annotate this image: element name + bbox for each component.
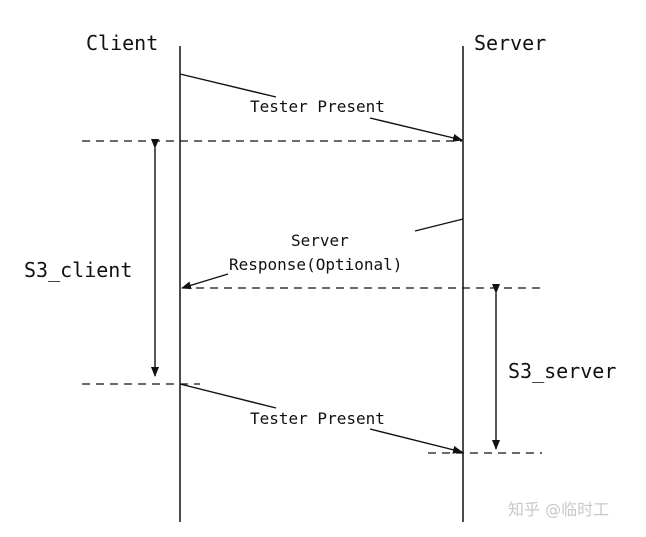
s3-client-label: S3_client [24,258,132,282]
s3-server-label: S3_server [508,359,616,383]
server-response-label-line2: Response(Optional) [229,255,402,274]
server-label: Server [474,31,546,55]
server-response-label-line1: Server [291,231,349,250]
tester-present-2-label: Tester Present [250,409,385,428]
tester-present-2-arrow [369,428,463,454]
client-label: Client [86,31,158,55]
watermark: 知乎 @临时工 [508,500,609,519]
tester-present-1-arrow [369,117,463,142]
server-response-line-upper [414,218,464,232]
tester-present-2-line-upper [179,383,277,409]
tester-present-1-line-upper [179,73,277,98]
tester-present-1-label: Tester Present [250,97,385,116]
server-response-arrow [181,273,229,290]
